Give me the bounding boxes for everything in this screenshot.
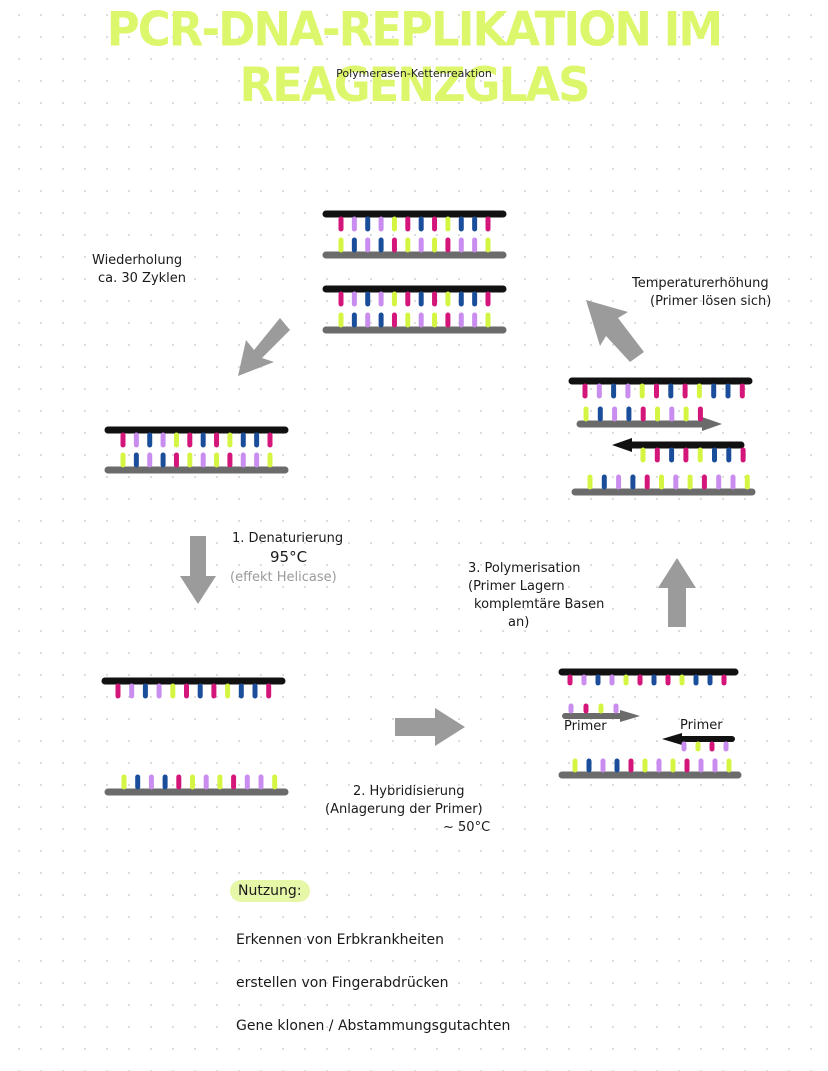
usage-heading: Nutzung: <box>230 880 310 902</box>
denaturation-note: 1. Denaturierung 95°C <box>232 530 343 566</box>
page-subtitle: Polymerasen-Kettenreaktion <box>336 67 492 80</box>
primer-label-left: Primer <box>564 719 607 734</box>
hybridization-note-line: (Anlagerung der Primer) <box>325 802 483 817</box>
primer-right-arrowhead-icon <box>662 733 682 745</box>
polymerization-arrow-icon <box>658 558 696 627</box>
polymerization-note-line: an) <box>508 615 530 630</box>
primer-label-right: Primer <box>680 718 723 733</box>
hybridization-step-title: 2. Hybridisierung <box>353 784 465 799</box>
polymerization-step-title: 3. Polymerisation <box>468 561 581 576</box>
denaturation-temperature: 95°C <box>270 548 308 566</box>
extended-left-arrowhead-icon <box>702 417 722 431</box>
primer-left-arrowhead-icon <box>620 710 640 722</box>
hybridization-temperature: ~ 50°C <box>443 820 491 835</box>
repeat-note-line: ca. 30 Zyklen <box>98 271 187 286</box>
repeat-arrow-icon <box>238 318 290 376</box>
temperature-note: Temperaturerhöhung (Primer lösen sich) <box>632 275 771 311</box>
usage-item: erstellen von Fingerabdrücken <box>236 975 449 991</box>
polymerization-note: 3. Polymerisation (Primer Lagern komplem… <box>468 560 604 632</box>
repeat-note-line: Wiederholung <box>92 253 183 268</box>
usage-item: Erkennen von Erbkrankheiten <box>236 932 444 948</box>
temperature-arrow-icon <box>586 300 644 362</box>
temperature-note-line: (Primer lösen sich) <box>650 294 772 309</box>
repeat-note: Wiederholung ca. 30 Zyklen <box>92 252 186 288</box>
hybridization-arrow-icon <box>395 708 465 746</box>
usage-item: Gene klonen / Abstammungsgutachten <box>236 1018 511 1034</box>
page-title: PCR-DNA-REPLIKATION IM REAGENZGLAS <box>106 1 723 113</box>
polymerization-note-line: (Primer Lagern <box>468 579 565 594</box>
arrows <box>180 300 696 746</box>
denaturation-helicase-note: (effekt Helicase) <box>230 570 337 585</box>
extended-right-arrowhead-icon <box>612 438 632 452</box>
polymerization-note-line: komplemtäre Basen <box>474 597 605 612</box>
temperature-note-line: Temperaturerhöhung <box>632 276 769 291</box>
denaturation-arrow-icon <box>180 536 216 604</box>
denaturation-step-title: 1. Denaturierung <box>232 531 344 546</box>
hybridization-note: 2. Hybridisierung (Anlagerung der Primer… <box>325 783 490 837</box>
